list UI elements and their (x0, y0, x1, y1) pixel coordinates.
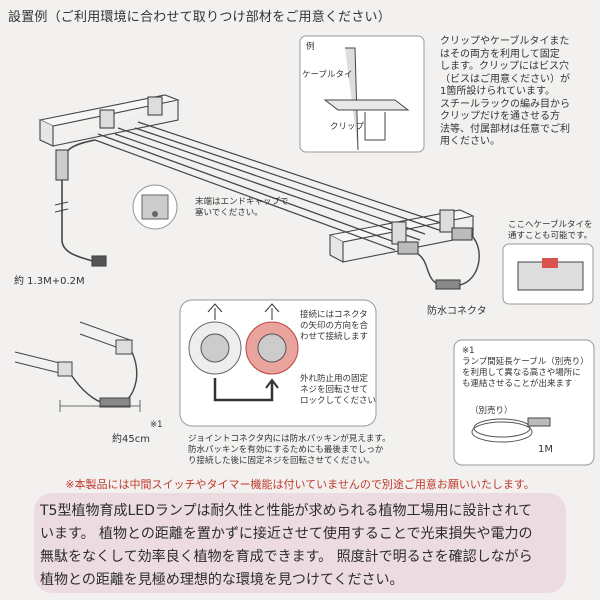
packing-note: ジョイントコネクタ内には防水パッキンが見えます。 防水パッキンを有効にするために… (188, 434, 391, 466)
end-cap-note: 末端はエンドキャップで 塞いでください。 (195, 197, 289, 218)
clip-example-label: 例 (306, 42, 315, 52)
length-1m: 1M (538, 444, 553, 455)
page-title: 設置例（ご利用環境に合わせて取りつけ部材をご用意ください） (8, 10, 391, 25)
cable-tie-label: ケーブルタイ (302, 70, 353, 80)
cable-tie-pass-illustration (502, 243, 594, 305)
connector-direction-note: 接続にはコネクタ の矢印の方向を合 わせて接続します (300, 310, 369, 342)
clip-example-box (299, 35, 425, 153)
tube-closeup-illustration (14, 321, 141, 412)
notice-text: ※本製品には中間スイッチやタイマー機能は付いていませんので別途ご用意お願いいたし… (65, 478, 535, 491)
cable-length: 約 1.3M+0.2M (14, 276, 85, 287)
footnote-mark: ※1 (150, 420, 163, 430)
cable-tie-pass-note: ここへケーブルタイを 通すことも可能です。 (508, 220, 593, 241)
end-cap-illustration (132, 184, 178, 230)
sold-separately-label: （別売り） (470, 406, 513, 416)
clip-instructions: クリップやケーブルタイまた はその両方を利用して固定 します。クリップにはビス穴… (440, 36, 570, 147)
length-45cm: 約45cm (112, 434, 150, 445)
product-description: T5型植物育成LEDランプは耐久性と性能が求められる植物工場用に設計されて いま… (40, 503, 533, 588)
connector-detail-illustration (179, 299, 377, 427)
clip-label: クリップ (330, 122, 365, 132)
lock-screw-note: 外れ防止用の固定 ネジを回転させて ロックしてください (300, 374, 376, 406)
extension-cable-note: ※1 ランプ間延長ケーブル（別売り） を利用して異なる高さや場所に も連結させる… (462, 346, 589, 389)
waterproof-connector-label: 防水コネクタ (427, 306, 487, 317)
extension-cable-illustration (453, 339, 595, 466)
